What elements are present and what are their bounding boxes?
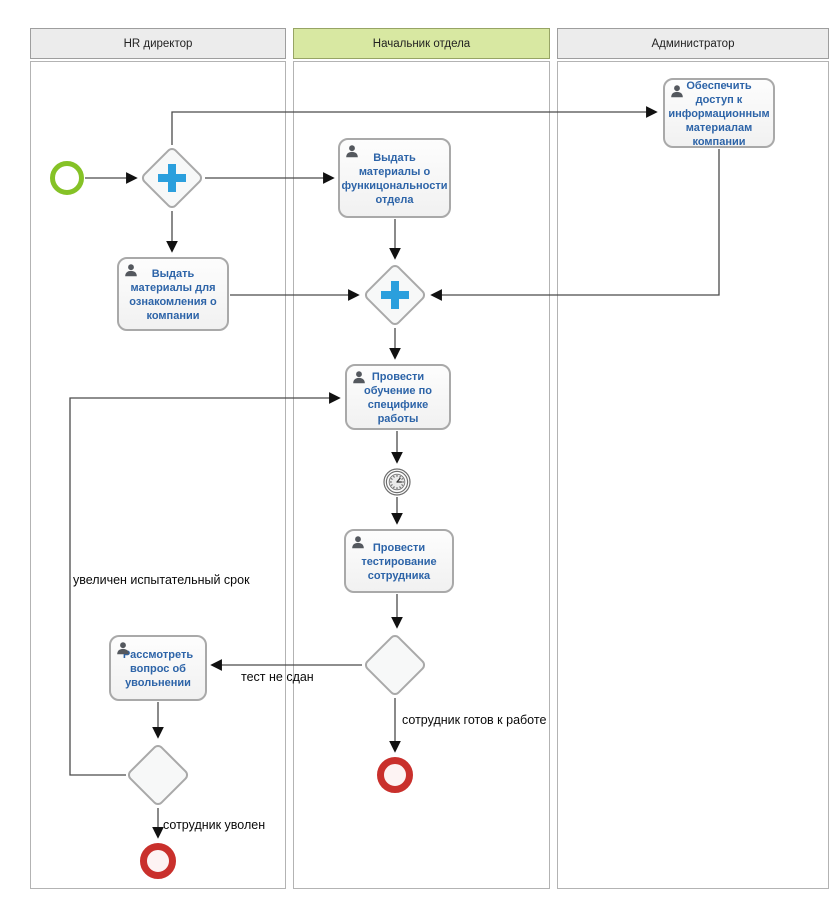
plus-icon: [168, 164, 176, 192]
timer-event-icon[interactable]: [383, 468, 411, 496]
lane-title: Администратор: [651, 37, 735, 50]
user-icon: [351, 535, 365, 549]
flow-label-probation-extended: увеличен испытательный срок: [73, 573, 250, 587]
flow-label-employee-ready: сотрудник готов к работе: [402, 713, 547, 727]
task-label: Обеспечить доступ к информационным матер…: [668, 79, 770, 149]
lane-body-administrator: [557, 61, 829, 889]
plus-icon: [391, 281, 399, 309]
user-icon: [670, 84, 684, 98]
flow-label-employee-dismissed: сотрудник уволен: [163, 818, 266, 832]
lane-header-hr-director[interactable]: HR директор: [30, 28, 286, 59]
parallel-gateway-split[interactable]: [139, 145, 205, 211]
end-event-employee-dismissed[interactable]: [140, 843, 176, 879]
task-issue-company-materials[interactable]: Выдать материалы для ознакомления о комп…: [117, 257, 229, 331]
user-icon: [116, 641, 130, 655]
user-icon: [345, 144, 359, 158]
gateway-diamond: [125, 742, 191, 808]
user-icon: [352, 370, 366, 384]
task-label: Провести обучение по специфике работы: [364, 370, 432, 426]
lane-title: HR директор: [123, 37, 193, 50]
start-event[interactable]: [50, 161, 84, 195]
parallel-gateway-join[interactable]: [362, 262, 428, 328]
lane-header-administrator[interactable]: Администратор: [557, 28, 829, 59]
task-conduct-testing[interactable]: Провести тестирование сотрудника: [344, 529, 454, 593]
end-event-employee-ready[interactable]: [377, 757, 413, 793]
user-icon: [124, 263, 138, 277]
task-provide-access[interactable]: Обеспечить доступ к информационным матер…: [663, 78, 775, 148]
task-label: Провести тестирование сотрудника: [361, 541, 437, 583]
task-issue-dept-materials[interactable]: Выдать материалы о функицональности отде…: [338, 138, 451, 218]
task-consider-dismissal[interactable]: Рассмотреть вопрос об увольнении: [109, 635, 207, 701]
lane-header-department-head[interactable]: Начальник отдела: [293, 28, 550, 59]
exclusive-gateway-test-result[interactable]: [362, 632, 428, 698]
gateway-diamond: [362, 632, 428, 698]
task-label: Выдать материалы о функицональности отде…: [341, 151, 448, 207]
task-conduct-training[interactable]: Провести обучение по специфике работы: [345, 364, 451, 430]
exclusive-gateway-dismissal-decision[interactable]: [125, 742, 191, 808]
flow-label-test-failed: тест не сдан: [241, 670, 314, 684]
task-label: Выдать материалы для ознакомления о комп…: [129, 267, 217, 323]
lane-title: Начальник отдела: [372, 37, 471, 50]
task-label: Рассмотреть вопрос об увольнении: [122, 648, 194, 690]
